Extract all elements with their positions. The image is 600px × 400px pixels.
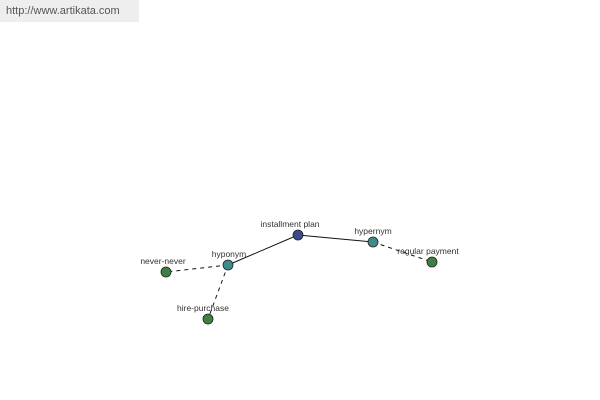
edge-installment-plan-to-hyponym <box>227 234 299 266</box>
node-circle-never-never[interactable] <box>160 266 172 278</box>
node-label-hyponym: hyponym <box>212 249 247 259</box>
node-hyponym[interactable]: hyponym <box>212 249 247 271</box>
node-circle-regular-payment[interactable] <box>426 256 438 268</box>
edges-layer <box>165 234 433 320</box>
node-circle-hire-purchase[interactable] <box>202 313 214 325</box>
node-label-regular-payment: regular payment <box>397 246 459 256</box>
node-label-never-never: never-never <box>140 256 186 266</box>
edge-hypernym-to-regular-payment <box>372 241 433 263</box>
node-circle-hypernym[interactable] <box>367 236 379 248</box>
edge-installment-plan-to-hypernym <box>297 234 374 243</box>
site-url-label[interactable]: http://www.artikata.com <box>0 0 139 22</box>
node-regular-payment[interactable]: regular payment <box>397 246 459 268</box>
node-never-never[interactable]: never-never <box>140 256 186 278</box>
nodes-layer: installment plan hypernym regular payment h… <box>140 219 459 325</box>
node-label-hire-purchase: hire-purchase <box>177 303 229 313</box>
node-hire-purchase[interactable]: hire-purchase <box>177 303 229 325</box>
edge-hyponym-to-never-never <box>165 264 229 273</box>
node-label-hypernym: hypernym <box>354 226 391 236</box>
node-label-installment-plan: installment plan <box>260 219 319 229</box>
node-circle-hyponym[interactable] <box>222 259 234 271</box>
node-hypernym[interactable]: hypernym <box>354 226 392 248</box>
node-installment-plan[interactable]: installment plan <box>260 219 320 241</box>
node-circle-installment-plan[interactable] <box>292 229 304 241</box>
edge-hyponym-to-hire-purchase <box>207 264 229 320</box>
